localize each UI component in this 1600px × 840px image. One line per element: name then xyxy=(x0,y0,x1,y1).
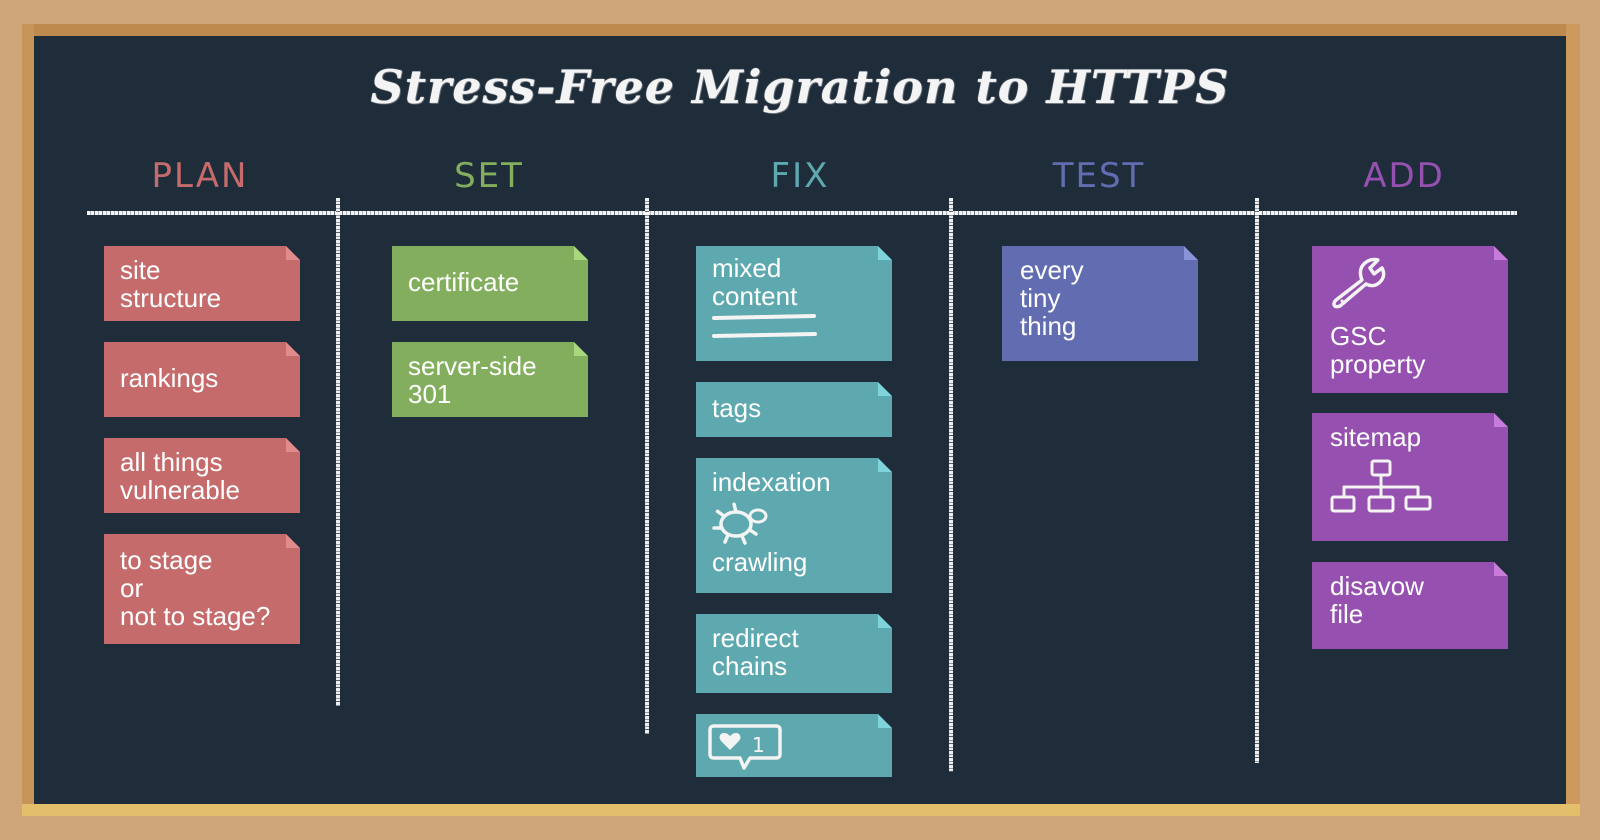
column-header-set: SET xyxy=(454,156,524,196)
frame-bevel-bottom xyxy=(22,804,1580,816)
card-label: site structure xyxy=(120,255,222,313)
card-label: sitemap xyxy=(1330,422,1422,452)
column-header-test: TEST xyxy=(1052,156,1146,196)
card-label-secondary: crawling xyxy=(712,547,808,577)
card-label: disavow file xyxy=(1330,571,1424,629)
card-label: to stage or not to stage? xyxy=(120,545,271,631)
card-redirect-chains[interactable]: redirect chains xyxy=(696,614,892,693)
sitemap-icon xyxy=(1330,459,1492,515)
chalk-divider-horizontal xyxy=(87,211,1517,215)
column-header-fix: FIX xyxy=(770,156,830,196)
column-header-add: ADD xyxy=(1363,156,1445,196)
card-label: every tiny thing xyxy=(1020,255,1084,341)
card-mixed-content[interactable]: mixed content xyxy=(696,246,892,361)
text-lines-icon xyxy=(712,310,876,340)
card-label: redirect chains xyxy=(712,623,799,681)
chalk-divider-vertical xyxy=(336,198,340,706)
card-certificate[interactable]: certificate xyxy=(392,246,588,321)
column-header-plan: PLAN xyxy=(151,156,249,196)
card-server-side-301[interactable]: server-side 301 xyxy=(392,342,588,417)
card-label: server-side 301 xyxy=(408,351,537,409)
card-all-things-vulnerable[interactable]: all things vulnerable xyxy=(104,438,300,513)
card-to-stage[interactable]: to stage or not to stage? xyxy=(104,534,300,644)
card-label: mixed content xyxy=(712,253,798,311)
card-label: all things vulnerable xyxy=(120,447,240,505)
like-count: 1 xyxy=(752,733,765,757)
card-every-tiny-thing[interactable]: every tiny thing xyxy=(1002,246,1198,361)
card-indexation-crawling[interactable]: indexation crawling xyxy=(696,458,892,593)
card-label: GSC property xyxy=(1330,321,1426,379)
like-notification-icon: 1 xyxy=(708,722,880,772)
chalk-divider-vertical xyxy=(645,198,649,734)
card-label: tags xyxy=(712,393,762,423)
frame-bevel-left xyxy=(22,24,34,816)
card-social-like[interactable]: 1 xyxy=(696,714,892,777)
card-label: indexation xyxy=(712,467,831,497)
frame-bevel-top xyxy=(22,24,1580,36)
card-tags[interactable]: tags xyxy=(696,382,892,437)
card-label: certificate xyxy=(408,267,520,297)
card-site-structure[interactable]: site structure xyxy=(104,246,300,321)
card-label: rankings xyxy=(120,363,219,393)
chalk-divider-vertical xyxy=(949,198,953,772)
frame-bevel-right xyxy=(1566,24,1580,816)
card-rankings[interactable]: rankings xyxy=(104,342,300,417)
page-title: Stress-Free Migration to HTTPS xyxy=(370,60,1230,114)
spider-bug-icon xyxy=(712,500,876,546)
chalk-divider-vertical xyxy=(1255,198,1259,763)
card-disavow-file[interactable]: disavow file xyxy=(1312,562,1508,649)
card-sitemap[interactable]: sitemap xyxy=(1312,413,1508,541)
card-gsc-property[interactable]: GSC property xyxy=(1312,246,1508,393)
wrench-icon xyxy=(1330,256,1492,312)
